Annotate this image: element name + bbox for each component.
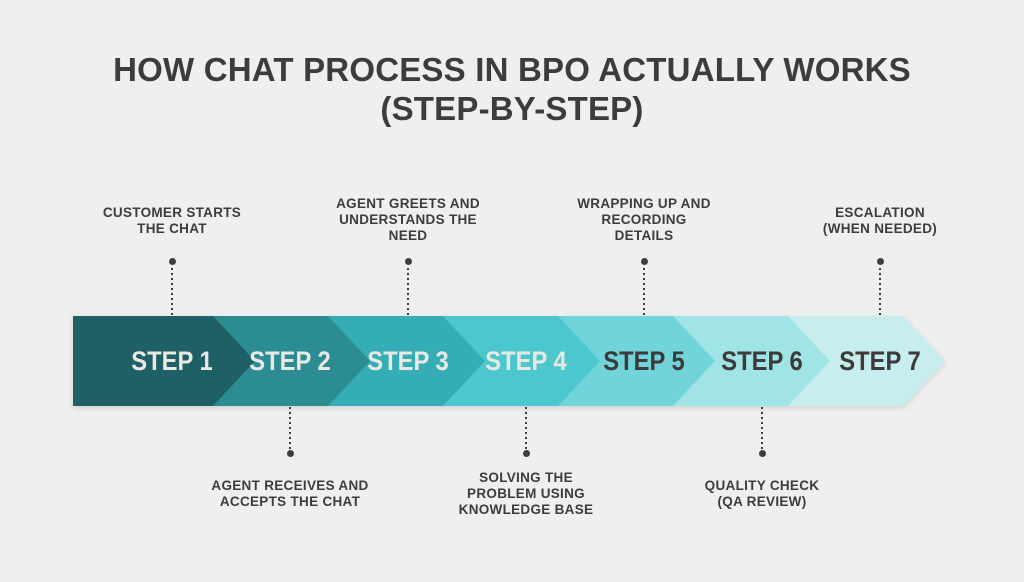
step-1-chevron: [73, 316, 255, 406]
step-3-connector-dot: [404, 258, 412, 265]
step-4-annotation-line: KNOWLEDGE BASE: [458, 502, 594, 517]
step-3-annotation-line: UNDERSTANDS THE: [339, 212, 477, 227]
step-3-connector-line: [407, 268, 409, 316]
step-6-connector-dot: [758, 450, 766, 457]
step-2-annotation-line: ACCEPTS THE CHAT: [219, 494, 361, 509]
chevron-band: [0, 316, 1024, 406]
step-4-annotation-line: PROBLEM USING: [467, 486, 585, 501]
step-5-annotation-line: DETAILS: [614, 228, 674, 243]
step-6-annotation: QUALITY CHECK(QA REVIEW): [642, 478, 882, 510]
title-line-2: (STEP-BY-STEP): [380, 90, 644, 127]
step-7-connector-line: [879, 268, 881, 316]
step-7-annotation-line: ESCALATION: [835, 205, 925, 220]
step-6-annotation-line: QUALITY CHECK: [704, 478, 820, 493]
page-title: HOW CHAT PROCESS IN BPO ACTUALLY WORKS (…: [0, 50, 1024, 128]
title-line-1: HOW CHAT PROCESS IN BPO ACTUALLY WORKS: [113, 51, 911, 88]
step-6-connector-line: [761, 407, 763, 449]
step-7-annotation-line: (WHEN NEEDED): [822, 221, 938, 236]
step-6-label: STEP 6: [721, 346, 803, 376]
step-3-annotation-line: NEED: [388, 228, 428, 243]
step-7-connector-dot: [876, 258, 884, 265]
step-2-connector-dot: [286, 450, 294, 457]
step-2-label: STEP 2: [249, 346, 331, 376]
step-6-annotation-line: (QA REVIEW): [717, 494, 807, 509]
step-4-annotation-line: SOLVING THE: [479, 470, 573, 485]
step-5-connector-dot: [640, 258, 648, 265]
step-4-connector-line: [525, 407, 527, 449]
step-5-annotation-line: WRAPPING UP AND: [577, 196, 711, 211]
step-4-label: STEP 4: [485, 346, 567, 376]
step-2-annotation-line: AGENT RECEIVES AND: [211, 478, 369, 493]
step-5-connector-line: [643, 268, 645, 316]
step-7-annotation: ESCALATION(WHEN NEEDED): [760, 205, 1000, 237]
step-5-annotation-line: RECORDING: [601, 212, 687, 227]
step-1-annotation-line: CUSTOMER STARTS: [102, 205, 242, 220]
step-1-annotation-line: THE CHAT: [137, 221, 207, 236]
step-1-label: STEP 1: [131, 346, 213, 376]
step-1-connector-line: [171, 268, 173, 316]
step-7-label: STEP 7: [839, 346, 921, 376]
step-5-label: STEP 5: [603, 346, 685, 376]
step-3-annotation-line: AGENT GREETS AND: [336, 196, 480, 211]
step-2-connector-line: [289, 407, 291, 449]
step-1-connector-dot: [168, 258, 176, 265]
step-3-label: STEP 3: [367, 346, 449, 376]
step-4-connector-dot: [522, 450, 530, 457]
